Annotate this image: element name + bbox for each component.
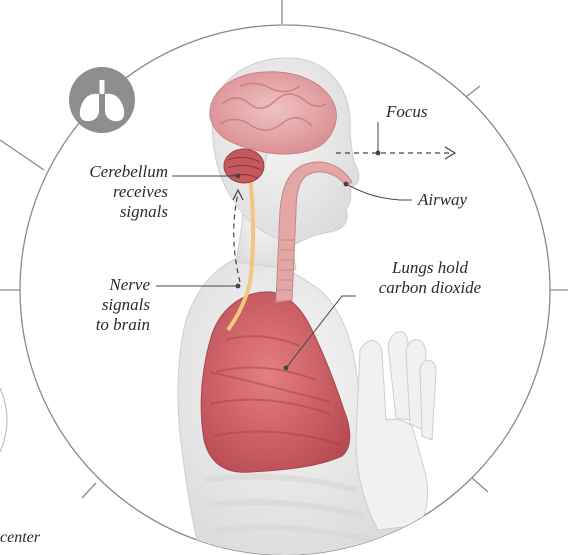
lungs-line-1: Lungs hold (350, 258, 510, 278)
praying-hands (356, 332, 436, 530)
connector-line (472, 478, 488, 492)
focus-label: Focus (386, 102, 428, 122)
lungs-badge (69, 67, 135, 133)
lungs-line-2: carbon dioxide (350, 278, 510, 298)
lungs-label: Lungs hold carbon dioxide (350, 258, 510, 298)
nerve-line-2: signals (46, 295, 150, 315)
nerve-line-1: Nerve (46, 275, 150, 295)
nerve-label: Nerve signals to brain (46, 275, 150, 335)
connector-line (82, 483, 96, 498)
nerve-line-3: to brain (46, 315, 150, 335)
partial-label: center (0, 528, 40, 548)
neighbor-panel-edge (0, 388, 7, 452)
cerebellum-line-2: receives (44, 182, 168, 202)
focus-dot (376, 151, 381, 156)
airway-label: Airway (418, 190, 467, 210)
cerebellum-line-1: Cerebellum (44, 162, 168, 182)
cerebellum-label: Cerebellum receives signals (44, 162, 168, 222)
cerebellum-line-3: signals (44, 202, 168, 222)
connector-line (0, 140, 44, 170)
